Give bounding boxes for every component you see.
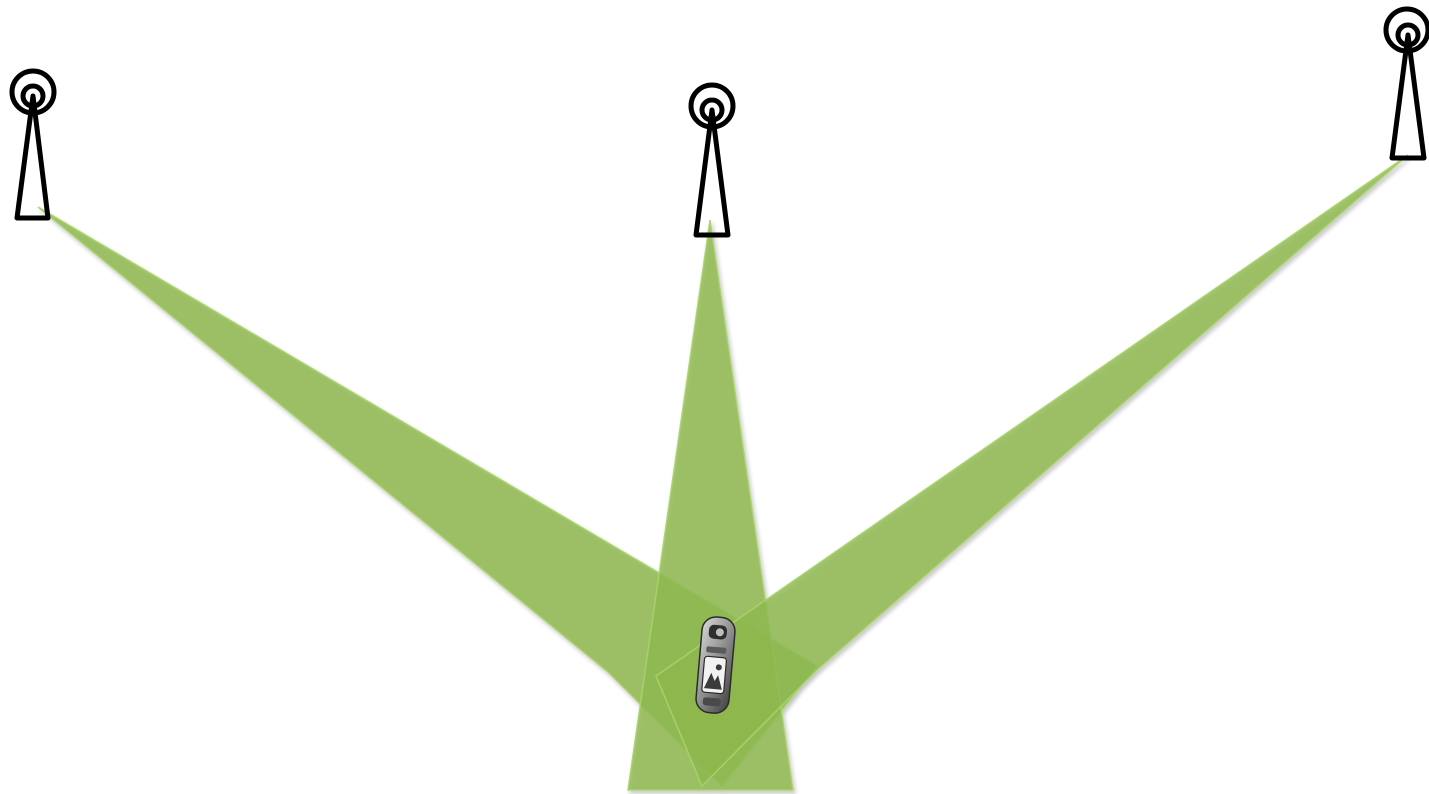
signal-beam-right bbox=[656, 155, 1408, 786]
radio-tower-center bbox=[691, 85, 733, 235]
radio-tower-right bbox=[1386, 9, 1428, 158]
radio-tower-icon bbox=[691, 85, 733, 235]
radio-tower-left bbox=[12, 71, 54, 218]
radio-tower-icon bbox=[1386, 9, 1428, 158]
radio-tower-icon bbox=[12, 71, 54, 218]
